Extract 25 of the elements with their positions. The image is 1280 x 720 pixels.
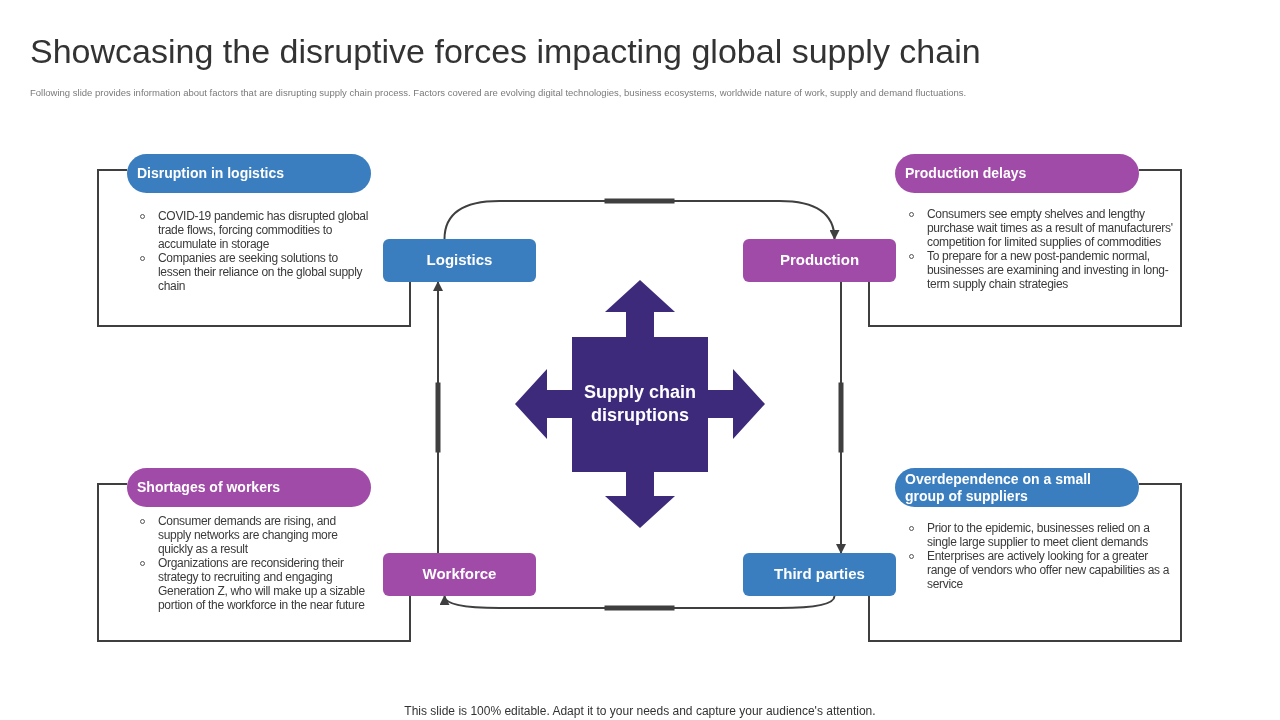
bullet-text: Consumers see empty shelves and lengthy purchase wait times as a result of manufacturers' competition for limited supplies of commodities <box>927 207 1174 249</box>
hub-label: Supply chain disruptions <box>583 381 697 427</box>
cross-arrow-shape <box>515 280 765 528</box>
cycle-arrow <box>441 595 836 611</box>
heading-pill: Shortages of workers <box>127 468 371 507</box>
subtitle: Following slide provides information about factors that are disrupting supply chain process. Factors covered are evolving digital technologies, business ecosystems, worldwide nature of work, supply and demand fluctuations. <box>30 87 968 99</box>
heading-pill: Disruption in logistics <box>127 154 371 193</box>
process-box: Workforce <box>383 553 536 596</box>
heading-pill: Production delays <box>895 154 1139 193</box>
cycle-arrow <box>443 198 839 240</box>
bullet-text: COVID-19 pandemic has disrupted global trade flows, forcing commodities to accumulate in storage <box>158 209 369 251</box>
process-box: Third parties <box>743 553 896 596</box>
bullet-text: Companies are seeking solutions to lessen their reliance on the global supply chain <box>158 251 364 293</box>
process-box: Logistics <box>383 239 536 282</box>
cycle-arrow <box>433 281 443 554</box>
process-box: Production <box>743 239 896 282</box>
bullet-text: To prepare for a new post-pandemic normal, businesses are examining and investing in long-term supply chain strategies <box>927 249 1170 291</box>
title: Showcasing the disruptive forces impacting global supply chain <box>30 31 981 72</box>
bullet-text: Consumer demands are rising, and supply networks are changing more quickly as a result <box>158 514 339 556</box>
bullet-text: Organizations are reconsidering their strategy to recruiting and engaging Generation Z, who will make up a sizable portion of the workforce in the near future <box>158 556 366 612</box>
bullet-text: Prior to the epidemic, businesses relied on a single large supplier to meet client demands <box>927 521 1151 549</box>
cycle-arrow <box>836 281 846 554</box>
footer-note: This slide is 100% editable. Adapt it to your needs and capture your audience's attention. <box>403 704 877 718</box>
bullet-text: Enterprises are actively looking for a greater range of vendors who offer new capabilities as a service <box>927 549 1171 591</box>
heading-pill: Overdependence on a small group of suppliers <box>895 468 1139 507</box>
